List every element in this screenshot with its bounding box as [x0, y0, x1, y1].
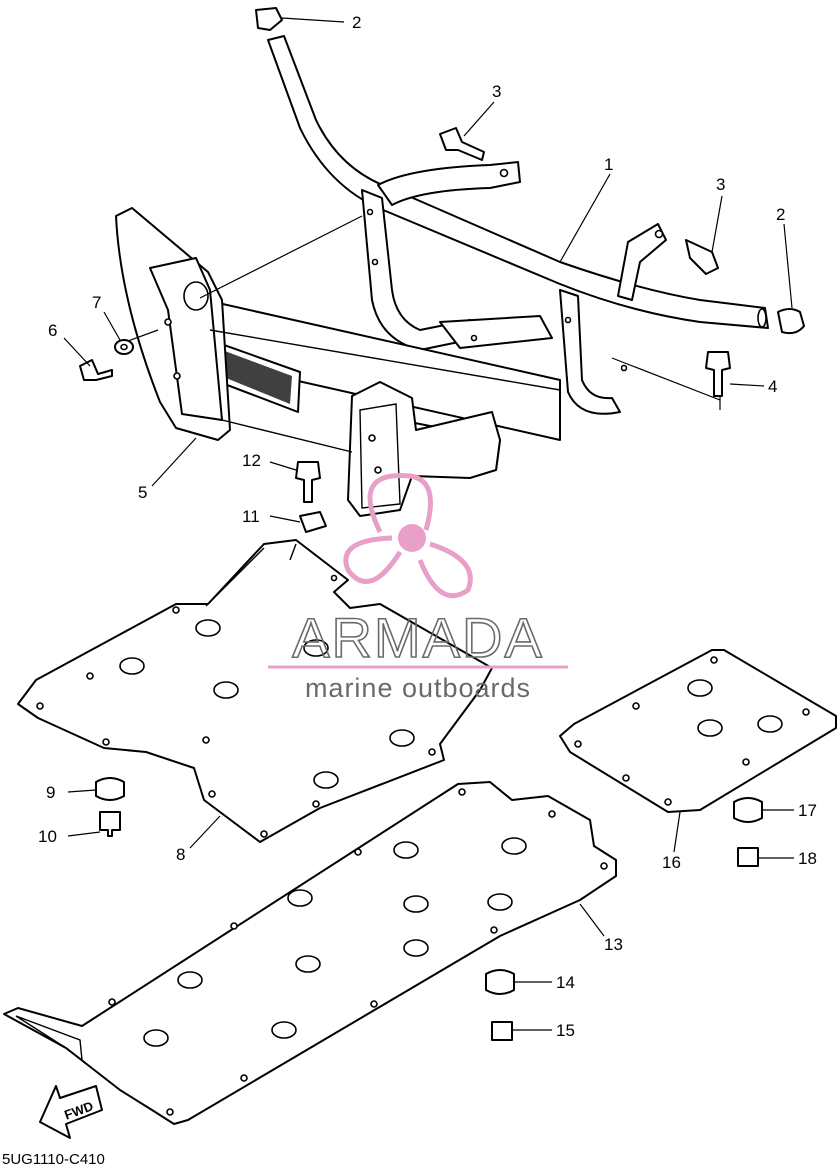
- propeller-logo: [343, 472, 473, 599]
- callout-3: 3: [492, 82, 501, 101]
- callout-2: 2: [776, 205, 785, 224]
- hardware: [79, 7, 805, 1041]
- brand-name: ARMADA: [292, 606, 544, 669]
- callout-6: 6: [48, 321, 57, 340]
- callout-10: 10: [38, 827, 57, 846]
- callout-3: 3: [716, 175, 725, 194]
- callout-14: 14: [556, 973, 575, 992]
- leader-lines: [63, 17, 794, 1031]
- callout-2: 2: [352, 13, 361, 32]
- callout-13: 13: [604, 935, 623, 954]
- bumper-frame: [115, 207, 561, 517]
- skid-plate-right: [559, 649, 837, 813]
- forward-arrow: FWD: [39, 1085, 103, 1139]
- callout-12: 12: [242, 451, 261, 470]
- diagram-code: 5UG1110-C410: [2, 1151, 105, 1166]
- alignment-lines: [119, 215, 721, 410]
- callout-15: 15: [556, 1021, 575, 1040]
- brand-watermark: ARMADA marine outboards: [268, 472, 568, 703]
- callout-1: 1: [604, 155, 613, 174]
- bumper-guard: [267, 35, 769, 415]
- callout-8: 8: [176, 845, 185, 864]
- skid-plate-main: [3, 781, 617, 1125]
- callout-17: 17: [798, 801, 817, 820]
- callout-labels: 2 3 1 3 2 4 7 6 5 12 11 9 10 8 16 17 18 …: [38, 13, 817, 1040]
- callout-4: 4: [768, 377, 777, 396]
- skid-plate-left: [17, 539, 493, 843]
- callout-9: 9: [46, 783, 55, 802]
- callout-5: 5: [138, 483, 147, 502]
- callout-7: 7: [92, 293, 101, 312]
- callout-16: 16: [662, 853, 681, 872]
- callout-11: 11: [242, 507, 260, 526]
- callout-18: 18: [798, 849, 817, 868]
- brand-tagline: marine outboards: [305, 673, 531, 703]
